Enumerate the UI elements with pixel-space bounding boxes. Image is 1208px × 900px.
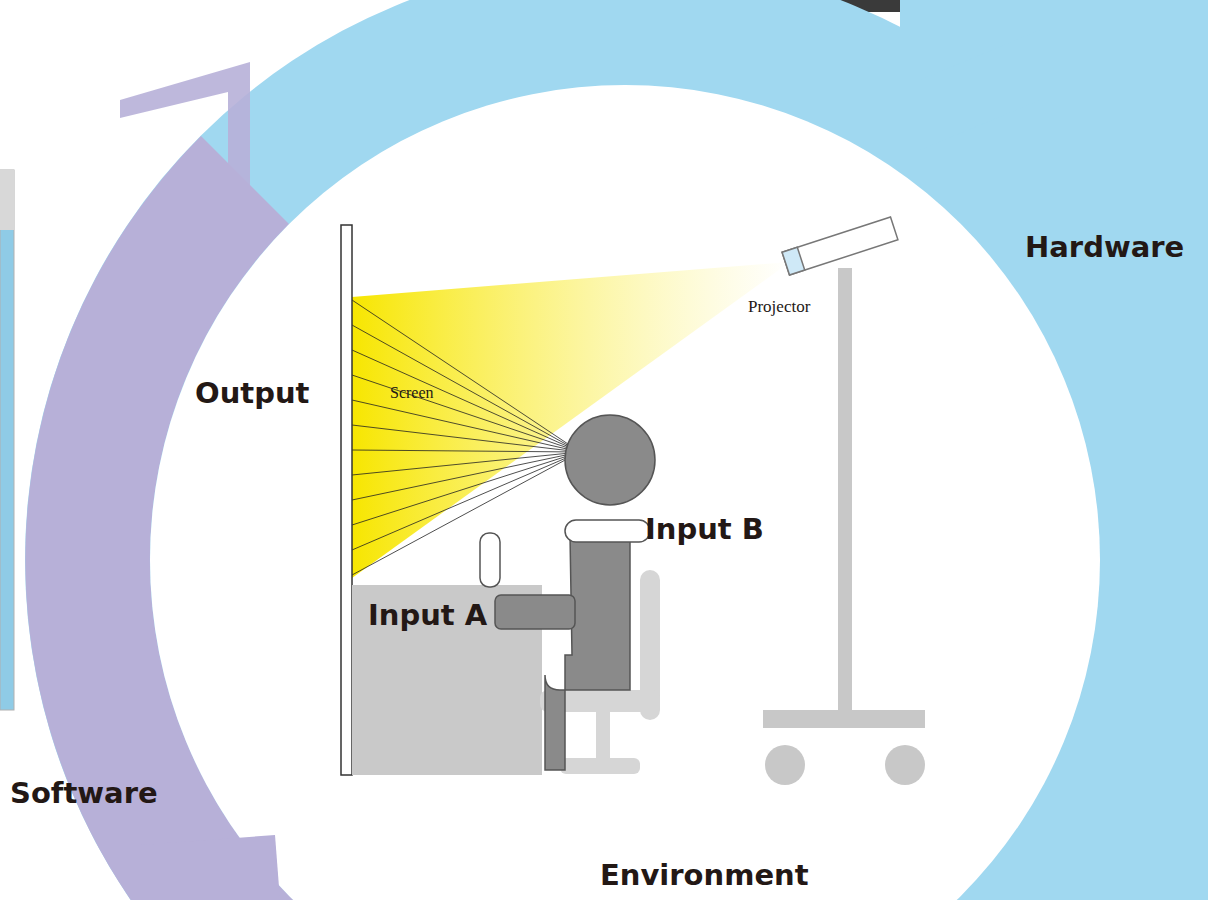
neck-sensor <box>565 520 650 542</box>
chevron-shape <box>920 30 1040 150</box>
environment-circle-shape <box>150 85 1100 900</box>
hardware-band-shape <box>25 0 1208 900</box>
input-label: Input B <box>645 514 764 546</box>
part-label: Output <box>195 378 309 410</box>
part-label: Screen <box>390 384 434 402</box>
projection-beam <box>352 262 790 578</box>
sight-lines <box>352 300 580 575</box>
band-title: Hardware <box>1025 232 1184 264</box>
screen-panel <box>341 225 352 775</box>
hand-controller <box>480 533 500 587</box>
screenshot-strip <box>0 170 14 710</box>
screenshot-strip-top <box>0 170 14 230</box>
part-label: Projector <box>748 298 810 317</box>
band-title: Environment <box>600 860 809 892</box>
input-label: Input A <box>368 600 487 632</box>
chevron-shape <box>120 62 250 240</box>
chevron-shape <box>140 835 280 900</box>
band-title: Software <box>10 778 158 810</box>
projector-body <box>782 217 898 275</box>
projector-stand <box>763 268 925 785</box>
person <box>495 415 655 770</box>
hardware-band-shape <box>1080 0 1208 900</box>
